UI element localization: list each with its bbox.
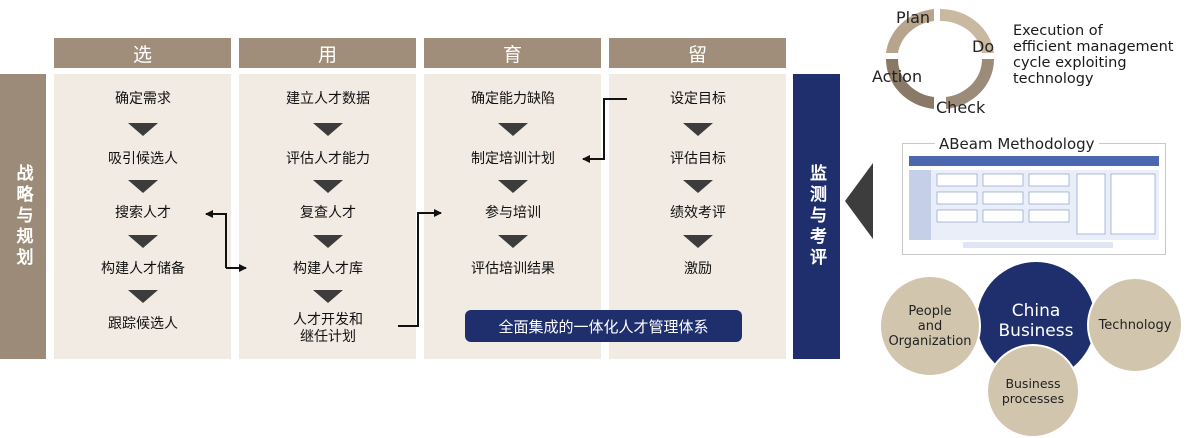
- step-build-talent-pool: 构建人才储备: [101, 261, 185, 277]
- integrated-system-banner: 全面集成的一体化人才管理体系: [465, 310, 742, 342]
- step-development-succession: 人才开发和 继任计划: [293, 312, 363, 345]
- monitor-evaluate-label: 监测与考评: [806, 164, 826, 269]
- down-arrow-icon: [498, 235, 528, 248]
- execution-description: Execution of efficient management cycle …: [1013, 23, 1173, 87]
- step-evaluate-goals: 评估目标: [670, 151, 726, 167]
- step-build-talent-data: 建立人才数据: [286, 91, 370, 107]
- down-arrow-icon: [128, 123, 158, 136]
- step-assess-talent-ability: 评估人才能力: [286, 151, 370, 167]
- column-header-develop-label: 育: [502, 43, 522, 66]
- methodology-title: ABeam Methodology: [935, 135, 1099, 153]
- execution-line-4: technology: [1013, 71, 1094, 87]
- execution-line-1: Execution of: [1013, 23, 1103, 39]
- business-processes-line-2: processes: [1001, 391, 1065, 406]
- step-training-plan: 制定培训计划: [471, 151, 555, 167]
- column-header-use: 用: [239, 38, 416, 68]
- step-search-talent: 搜索人才: [115, 205, 171, 221]
- down-arrow-icon: [683, 180, 713, 193]
- methodology-thumbnail: [909, 156, 1159, 248]
- pdca-action-label: Action: [872, 67, 923, 86]
- pdca-plan-label: Plan: [896, 8, 931, 27]
- down-arrow-icon: [313, 123, 343, 136]
- column-header-develop: 育: [424, 38, 601, 68]
- execution-line-2: efficient management: [1013, 39, 1174, 55]
- strategy-planning-bar: 战略与规划: [0, 74, 46, 359]
- technology-circle: Technology: [1087, 277, 1183, 373]
- column-header-retain: 留: [609, 38, 786, 68]
- down-arrow-icon: [313, 235, 343, 248]
- business-processes-line-1: Business: [1005, 376, 1061, 391]
- column-body-use: [239, 74, 416, 359]
- business-label: Business: [998, 321, 1074, 341]
- down-arrow-icon: [498, 180, 528, 193]
- down-arrow-icon: [683, 235, 713, 248]
- column-header-use-label: 用: [317, 43, 337, 66]
- step-evaluate-training: 评估培训结果: [471, 261, 555, 277]
- integrated-system-label: 全面集成的一体化人才管理体系: [498, 317, 709, 336]
- step-determine-needs: 确定需求: [115, 91, 171, 107]
- down-arrow-icon: [128, 235, 158, 248]
- step-incentives: 激励: [684, 261, 712, 277]
- column-header-select: 选: [54, 38, 231, 68]
- methodology-diagram: [902, 143, 1166, 255]
- step-review-talent: 复查人才: [300, 205, 356, 221]
- step-identify-gaps: 确定能力缺陷: [471, 91, 555, 107]
- monitor-evaluate-bar: 监测与考评: [793, 74, 840, 359]
- step-attend-training: 参与培训: [485, 205, 541, 221]
- down-arrow-icon: [683, 123, 713, 136]
- pdca-check-label: Check: [936, 98, 986, 117]
- down-arrow-icon: [313, 180, 343, 193]
- step-build-talent-bank: 构建人才库: [293, 261, 363, 277]
- column-header-retain-label: 留: [687, 43, 707, 66]
- down-arrow-icon: [128, 290, 158, 303]
- step-track-candidates: 跟踪候选人: [108, 316, 178, 332]
- pdca-cycle-icon: [885, 8, 995, 109]
- down-arrow-icon: [498, 123, 528, 136]
- column-body-select: [54, 74, 231, 359]
- people-label: People: [908, 303, 952, 319]
- strategy-planning-label: 战略与规划: [12, 164, 33, 269]
- technology-label: Technology: [1098, 317, 1172, 333]
- and-label: and: [917, 318, 943, 334]
- execution-line-3: cycle exploiting: [1013, 55, 1127, 71]
- pdca-do-label: Do: [972, 37, 995, 56]
- organization-label: Organization: [888, 333, 972, 349]
- step-attract-candidates: 吸引候选人: [108, 151, 178, 167]
- step-set-goals: 设定目标: [670, 91, 726, 107]
- chevron-left-icon: [845, 163, 873, 239]
- china-label: China: [1011, 301, 1061, 321]
- column-header-select-label: 选: [132, 43, 152, 66]
- down-arrow-icon: [313, 290, 343, 303]
- down-arrow-icon: [128, 180, 158, 193]
- step-performance-review: 绩效考评: [670, 205, 726, 221]
